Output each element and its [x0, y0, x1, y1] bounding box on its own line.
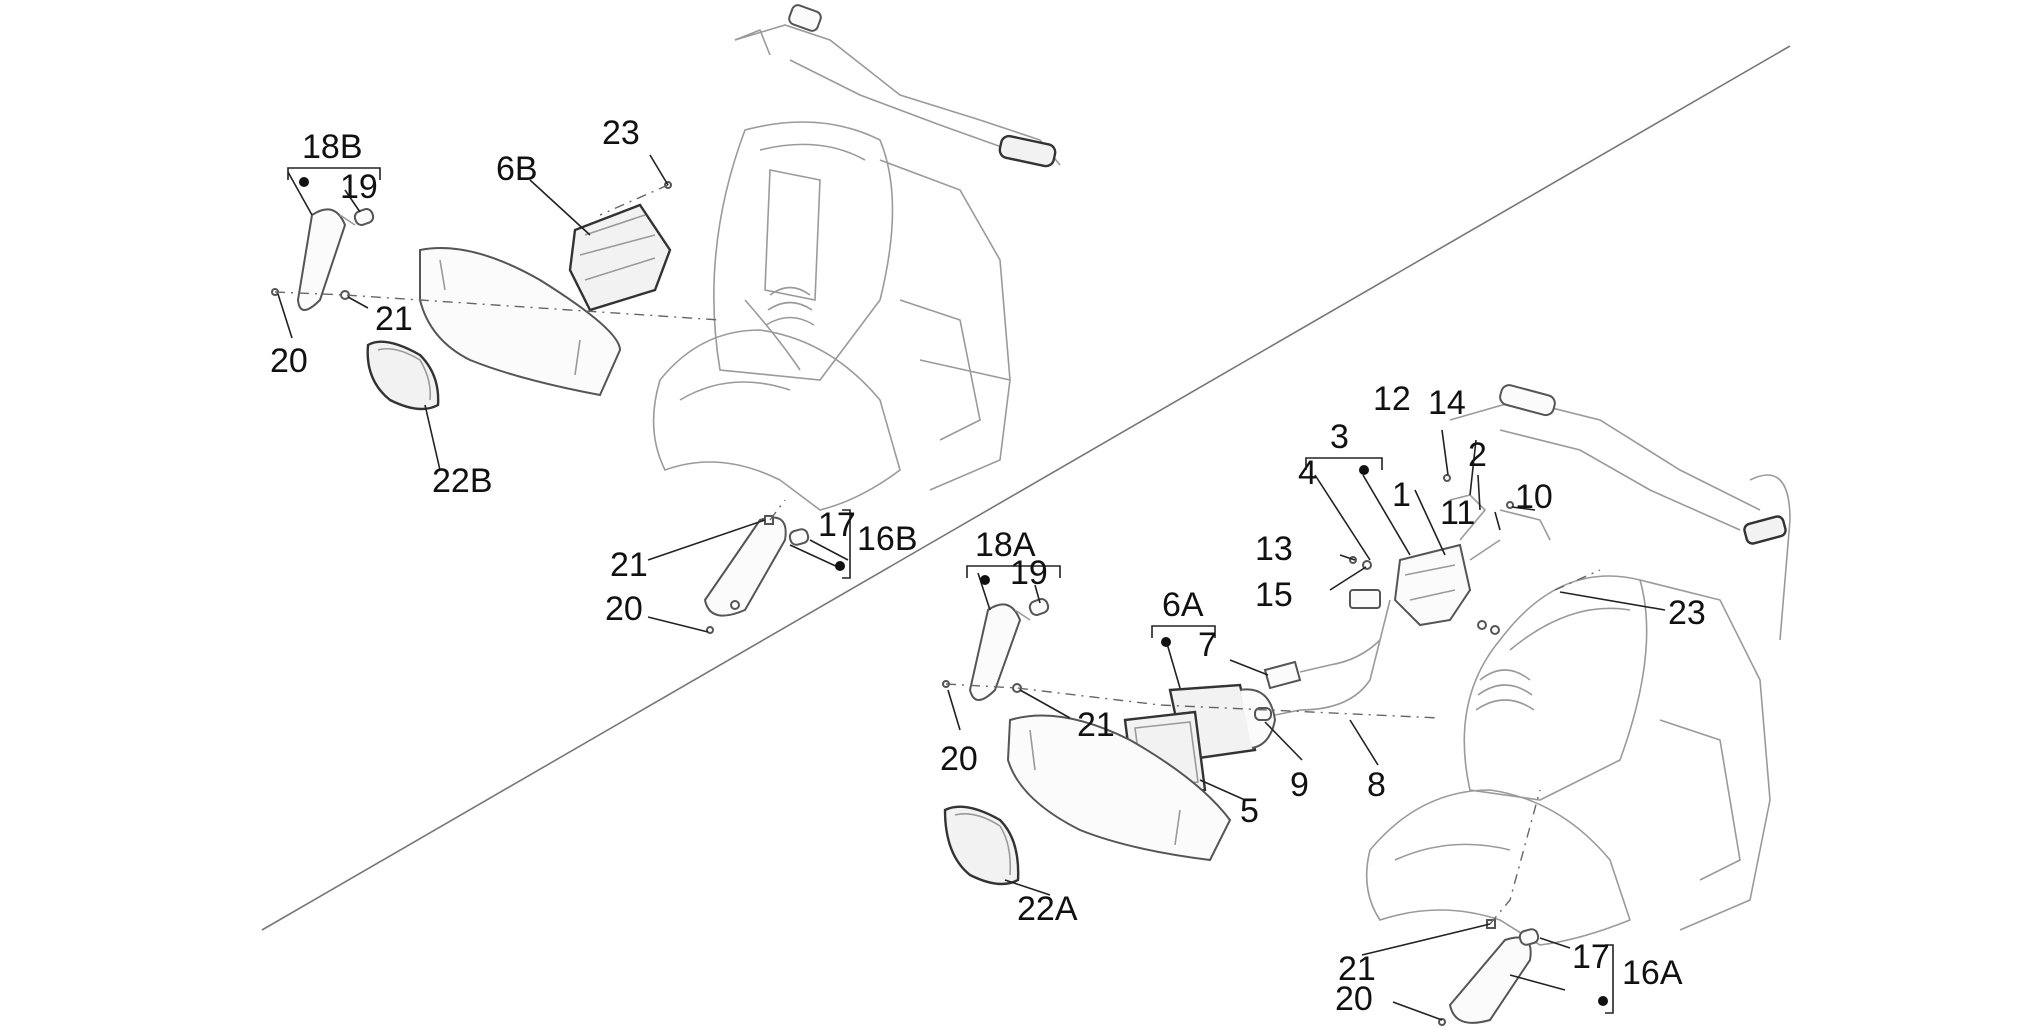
indicator-16A	[1448, 936, 1532, 1024]
label-18B: 18B	[302, 128, 363, 166]
bulb-19A	[1028, 598, 1050, 616]
label-20: 20	[270, 342, 308, 380]
label-15: 15	[1255, 576, 1293, 614]
label-21: 21	[375, 300, 413, 338]
label-21: 21	[1338, 950, 1376, 988]
label-5: 5	[1240, 792, 1259, 830]
scooter-front-b	[652, 4, 1061, 511]
label-20: 20	[1335, 980, 1373, 1018]
headlight-housing-b	[419, 247, 622, 397]
label-4: 4	[1298, 454, 1317, 492]
label-21: 21	[610, 546, 648, 584]
label-16A: 16A	[1622, 954, 1683, 992]
scooter-front-a	[1365, 384, 1791, 946]
label-17: 17	[818, 506, 856, 544]
label-9: 9	[1290, 766, 1309, 804]
label-20: 20	[605, 590, 643, 628]
label-2: 2	[1468, 436, 1487, 474]
section-divider	[261, 45, 1791, 931]
label-12: 12	[1373, 380, 1411, 418]
headlight-6B	[568, 203, 672, 312]
label-1: 1	[1392, 476, 1411, 514]
label-3: 3	[1330, 418, 1349, 456]
bolt-10-11	[1469, 509, 1551, 561]
bulb-19B	[353, 208, 375, 226]
label-19: 19	[340, 168, 378, 206]
bulb-7	[1263, 660, 1302, 690]
label-23: 23	[602, 114, 640, 152]
headlight-housing-a	[1006, 714, 1232, 862]
label-11: 11	[1440, 494, 1475, 532]
label-14: 14	[1428, 384, 1466, 422]
indicator-18B	[296, 208, 356, 311]
bracket-3	[1393, 543, 1472, 627]
label-22B: 22B	[432, 462, 493, 500]
stay-2	[1449, 494, 1487, 541]
label-20: 20	[940, 740, 978, 778]
label-19: 19	[1010, 554, 1048, 592]
label-23: 23	[1668, 594, 1706, 632]
label-10: 10	[1515, 478, 1553, 516]
label-18A: 18A	[975, 526, 1036, 564]
label-13: 13	[1255, 530, 1293, 568]
bulb-17A	[1518, 928, 1540, 946]
bulb-9	[1254, 707, 1272, 721]
indicator-18A	[968, 603, 1031, 701]
indicator-16B	[703, 516, 787, 617]
label-21: 21	[1077, 706, 1115, 744]
label-22A: 22A	[1017, 890, 1078, 928]
label-16B: 16B	[857, 520, 918, 558]
label-6B: 6B	[496, 150, 538, 188]
wiring-8	[1274, 589, 1391, 716]
label-7: 7	[1198, 626, 1217, 664]
rim-22A	[943, 805, 1020, 886]
label-8: 8	[1367, 766, 1386, 804]
label-17: 17	[1572, 938, 1610, 976]
bulb-17B	[788, 528, 810, 546]
rim-22B	[366, 340, 440, 411]
label-6A: 6A	[1162, 586, 1204, 624]
